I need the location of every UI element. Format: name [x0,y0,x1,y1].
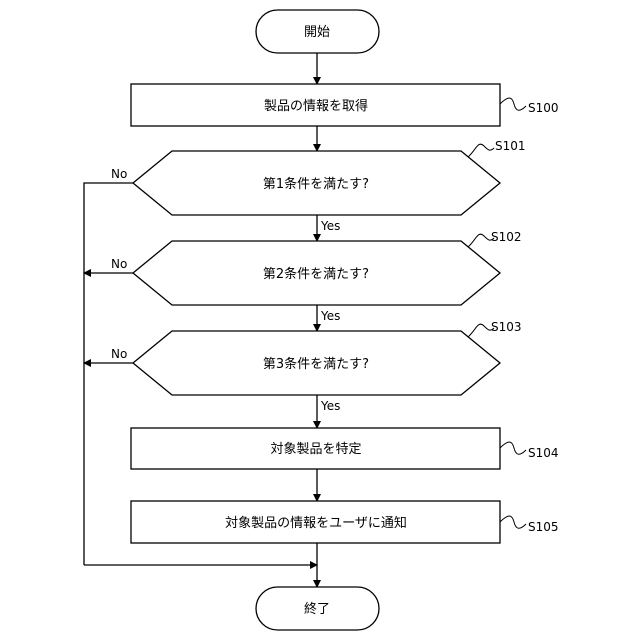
leader-s100 [500,98,526,110]
leader-s105 [500,516,526,528]
decision-s101-label: 第1条件を満たす? [263,176,369,192]
start-label: 開始 [304,25,330,40]
no-label-s103: No [111,347,127,361]
decision-s101: 第1条件を満たす? S101 [133,139,526,215]
step-id-s104: S104 [528,446,559,460]
no-branch-line-s101 [84,183,133,565]
decision-s103-label: 第3条件を満たす? [263,356,369,372]
leader-s104 [500,442,526,454]
start-terminal: 開始 [256,10,379,53]
step-id-s102: S102 [491,230,522,244]
process-s105-label: 対象製品の情報をユーザに通知 [225,515,407,531]
process-s100-label: 製品の情報を取得 [264,98,368,114]
end-label: 終了 [304,601,330,617]
yes-label-s103: Yes [320,399,340,413]
decision-s102-label: 第2条件を満たす? [263,266,369,282]
process-s105: 対象製品の情報をユーザに通知 S105 [131,501,559,543]
process-s104: 対象製品を特定 S104 [131,428,559,469]
step-id-s101: S101 [495,139,526,153]
decision-s102: 第2条件を満たす? S102 [133,230,522,305]
yes-label-s102: Yes [320,309,340,323]
process-s100: 製品の情報を取得 S100 [131,84,559,126]
yes-label-s101: Yes [320,219,340,233]
no-label-s102: No [111,257,127,271]
decision-s103: 第3条件を満たす? S103 [133,320,522,395]
no-label-s101: No [111,167,127,181]
step-id-s103: S103 [491,320,522,334]
leader-s101 [468,144,494,157]
step-id-s100: S100 [528,101,559,115]
step-id-s105: S105 [528,520,559,534]
end-terminal: 終了 [256,587,379,630]
process-s104-label: 対象製品を特定 [270,442,361,457]
